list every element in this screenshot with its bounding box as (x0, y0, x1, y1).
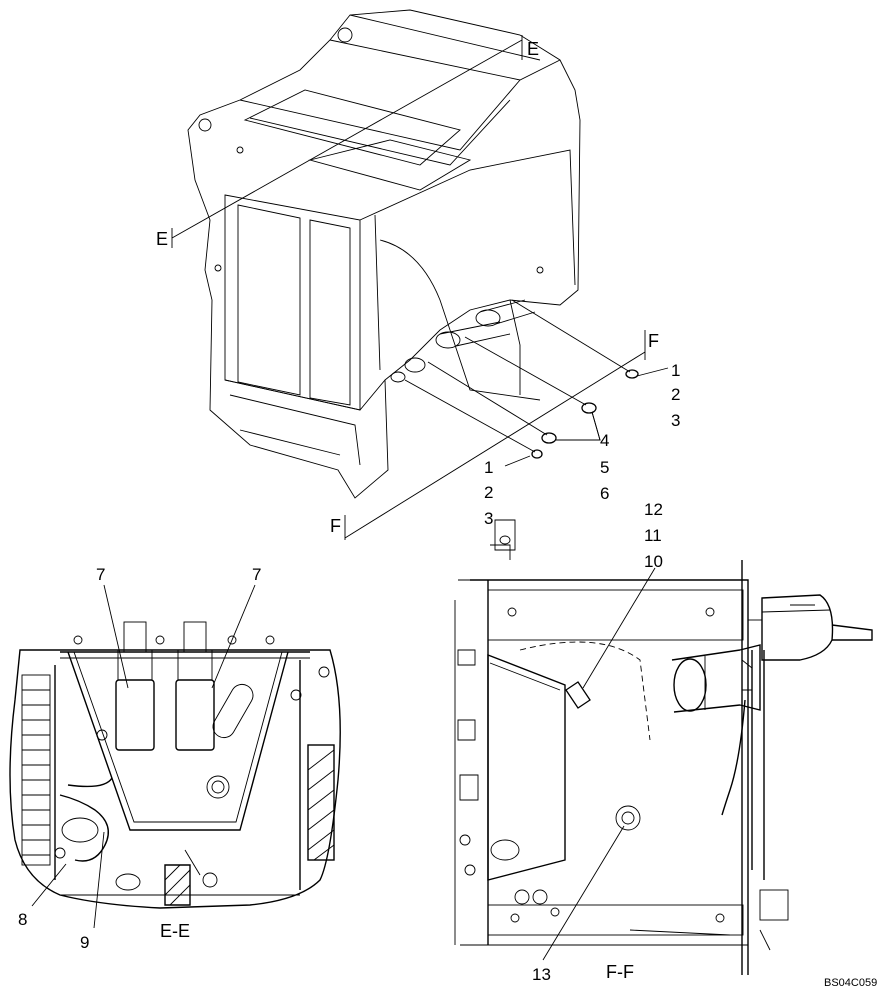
callout-2-lower: 2 (484, 483, 493, 502)
adapter-fitting-lower (541, 432, 557, 444)
callout-11: 11 (644, 526, 662, 545)
callout-6: 6 (600, 484, 609, 503)
view-title-e-e: E-E (160, 921, 190, 941)
drawing-code: BS04C059 (824, 977, 877, 989)
callout-9: 9 (80, 933, 89, 952)
isometric-frame-view (187, 9, 581, 499)
callout-5: 5 (600, 458, 609, 477)
callout-1-lower: 1 (484, 458, 493, 477)
callout-8: 8 (18, 910, 27, 929)
section-f-f-view (454, 519, 873, 975)
section-marker-e-top: E (527, 39, 539, 59)
section-e-e-view (9, 621, 341, 909)
plug-fitting-upper (625, 369, 639, 379)
callout-1-upper: 1 (671, 361, 680, 380)
leader-lines-e (31, 584, 256, 929)
elbow-fitting (565, 681, 591, 709)
callout-13: 13 (532, 965, 551, 984)
callout-7-left: 7 (96, 565, 105, 584)
leader-lines-top (404, 299, 669, 467)
section-marker-f-bottom: F (330, 516, 341, 536)
fittings (531, 369, 639, 459)
callout-3-upper: 3 (671, 411, 680, 430)
callout-7-right: 7 (252, 565, 261, 584)
callout-2-upper: 2 (671, 385, 680, 404)
adapter-fitting-upper (581, 402, 597, 414)
view-title-f-f: F-F (606, 962, 634, 982)
callout-12: 12 (644, 500, 663, 519)
callout-10: 10 (644, 552, 663, 571)
section-marker-e-bottom: E (156, 229, 168, 249)
section-cut-lines (171, 35, 646, 540)
filter-right (175, 621, 215, 751)
section-marker-f-top: F (648, 331, 659, 351)
callout-3-lower: 3 (484, 509, 493, 528)
filter-left (115, 621, 155, 751)
leader-lines-f (542, 567, 656, 961)
callout-4: 4 (600, 431, 609, 450)
